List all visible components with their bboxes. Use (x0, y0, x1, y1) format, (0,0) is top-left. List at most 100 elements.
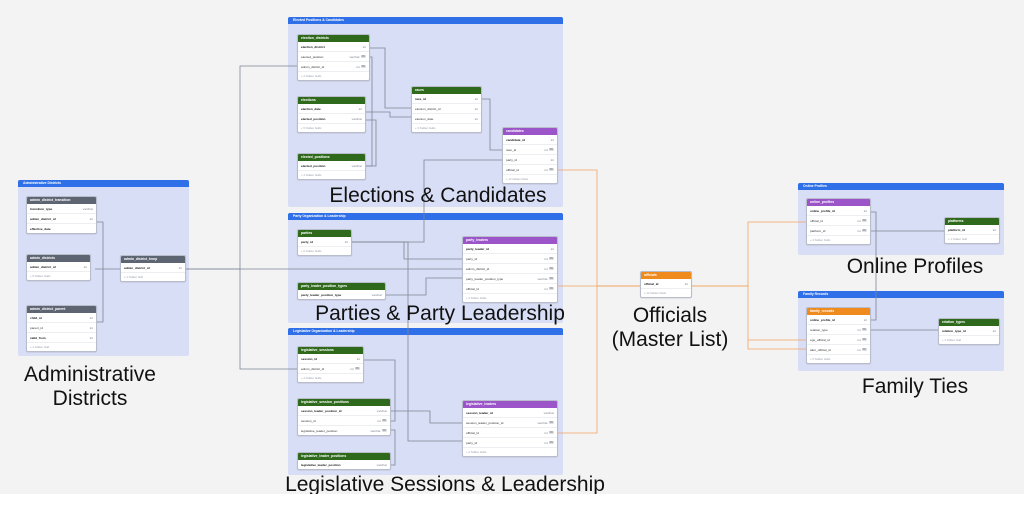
hidden-fields-note[interactable]: + 1 hidden field (121, 272, 185, 281)
hidden-fields-note[interactable]: + 4 hidden fields (463, 293, 557, 302)
table-party-leader-position-types[interactable]: party_leader_position_types party_leader… (297, 282, 386, 300)
link-parties-to-party-leaders (350, 241, 462, 260)
hidden-fields-note[interactable]: + 5 hidden fields (807, 354, 870, 363)
hidden-fields-note[interactable]: + 2 hidden fields (463, 447, 557, 456)
hidden-fields-note[interactable]: + 5 hidden fields (27, 271, 90, 280)
fk-badge: FK (548, 257, 554, 260)
hidden-fields-note[interactable]: + 12 hidden fields (641, 288, 691, 297)
hidden-fields-note[interactable]: + 1 hidden field (939, 335, 999, 344)
hidden-fields-note[interactable]: + 3 hidden fields (412, 123, 481, 132)
link-parties-to-legislative-leaders (350, 241, 462, 442)
fk-badge: FK (548, 441, 554, 444)
caption-online: Online Profiles (846, 255, 984, 278)
table-admin-district-transition[interactable]: admin_district_transition transition_typ… (26, 196, 97, 234)
hidden-fields-note[interactable]: + 4 hidden fields (807, 235, 870, 244)
table-field[interactable]: effective_date (27, 223, 96, 233)
table-legislative-session-positions[interactable]: legislative_session_positions session_le… (297, 398, 391, 436)
link-admin-temp-to-election-districts (184, 65, 298, 270)
fk-badge: FK (861, 328, 867, 331)
table-title: relation_types (939, 319, 999, 326)
hidden-fields-note[interactable]: + 2 hidden fields (298, 71, 369, 80)
hidden-fields-note[interactable]: + 12 hidden fields (503, 174, 557, 183)
hidden-fields-note[interactable]: + 1 hidden field (945, 234, 999, 243)
hidden-fields-note[interactable]: + 4 hidden fields (298, 373, 363, 382)
table-title: admin_district_transition (27, 197, 96, 204)
fk-badge: FK (548, 421, 554, 424)
link-election-districts-to-races (368, 47, 411, 109)
fk-badge: FK (360, 65, 366, 68)
table-legislative-leader-positions[interactable]: legislative_leader_positions legislative… (297, 452, 391, 470)
hidden-fields-note[interactable]: + 1 hidden field (27, 342, 96, 351)
hidden-fields-note[interactable]: + 4 hidden fields (298, 170, 365, 179)
link-party-position-types-to-party-leaders (384, 277, 462, 296)
hidden-fields-note[interactable]: + 6 hidden fields (298, 246, 351, 255)
hidden-fields-note[interactable]: + 5 hidden fields (298, 123, 365, 132)
link-leader-positions-to-session-positions (389, 429, 396, 466)
